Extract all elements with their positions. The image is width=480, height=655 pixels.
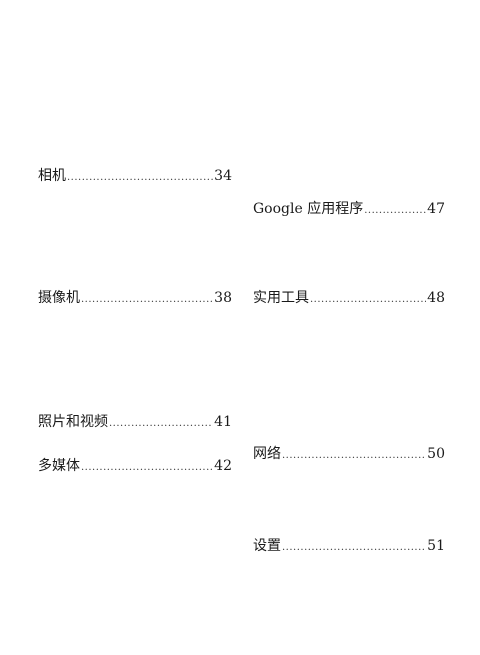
toc-entry-page: 48 (427, 289, 445, 307)
toc-entry-settings[interactable]: 设置 51 (253, 537, 445, 557)
toc-entry-page: 41 (214, 413, 232, 431)
toc-entry-title: 设置 (253, 537, 281, 555)
toc-dot-leader (81, 459, 213, 477)
toc-dot-leader (310, 291, 426, 309)
toc-entry-video-camera[interactable]: 摄像机 38 (38, 289, 232, 309)
toc-entry-network[interactable]: 网络 50 (253, 445, 445, 465)
toc-entry-page: 42 (214, 457, 232, 475)
toc-dot-leader (282, 447, 426, 465)
toc-entry-multimedia[interactable]: 多媒体 42 (38, 457, 232, 477)
toc-entry-photos-videos[interactable]: 照片和视频 41 (38, 413, 232, 433)
toc-entry-google-apps[interactable]: Google 应用程序 47 (253, 200, 445, 220)
toc-entry-title: Google 应用程序 (253, 200, 363, 218)
toc-entry-title: 相机 (38, 167, 66, 185)
toc-entry-page: 51 (427, 537, 445, 555)
toc-entry-page: 38 (214, 289, 232, 307)
toc-dot-leader (364, 202, 426, 220)
toc-entry-title: 网络 (253, 445, 281, 463)
toc-dot-leader (81, 291, 213, 309)
toc-dot-leader (109, 415, 213, 433)
toc-entry-camera[interactable]: 相机 34 (38, 167, 232, 187)
toc-entry-title: 实用工具 (253, 289, 309, 307)
toc-entry-page: 34 (214, 167, 232, 185)
toc-entry-page: 47 (427, 200, 445, 218)
toc-dot-leader (282, 539, 426, 557)
toc-entry-page: 50 (427, 445, 445, 463)
toc-entry-title: 照片和视频 (38, 413, 108, 431)
toc-entry-title: 摄像机 (38, 289, 80, 307)
toc-entry-utilities[interactable]: 实用工具 48 (253, 289, 445, 309)
toc-dot-leader (67, 169, 213, 187)
toc-entry-title: 多媒体 (38, 457, 80, 475)
